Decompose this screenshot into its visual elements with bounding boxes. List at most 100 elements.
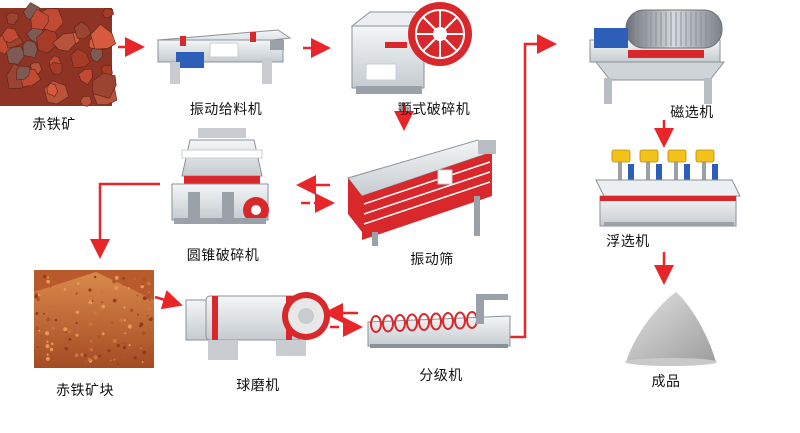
ore-chunk bbox=[92, 72, 117, 99]
ore-grain bbox=[117, 363, 119, 365]
ore-grain bbox=[51, 326, 55, 330]
node-label-jaw-crusher: 颚式破碎机 bbox=[397, 102, 471, 118]
flotation-pipe bbox=[684, 164, 690, 180]
ore-grain bbox=[116, 343, 120, 348]
ore-grain bbox=[50, 301, 54, 305]
spiral-blade bbox=[418, 313, 430, 331]
ore-grain bbox=[49, 285, 52, 288]
spiral-blade bbox=[370, 315, 382, 333]
ore-grain bbox=[98, 354, 101, 358]
flotation-pipe bbox=[628, 164, 634, 180]
ore-grain bbox=[114, 286, 119, 290]
ore-grain bbox=[46, 317, 51, 322]
ore-grain bbox=[63, 288, 67, 291]
ore-grain bbox=[46, 353, 49, 356]
spiral-classifier-image bbox=[367, 294, 511, 348]
ore-grain bbox=[63, 359, 66, 362]
ore-grain bbox=[127, 287, 130, 290]
vibrating-feeder-image bbox=[156, 29, 292, 84]
ore-grain bbox=[65, 337, 67, 340]
ore-grain bbox=[63, 327, 68, 332]
ore-grain bbox=[133, 278, 136, 280]
ore-grain bbox=[141, 331, 146, 336]
ore-grain bbox=[112, 279, 117, 284]
ore-grain bbox=[146, 314, 149, 317]
ore-grain bbox=[93, 311, 97, 316]
flotation-motor bbox=[695, 149, 715, 163]
flow-arrows bbox=[90, 34, 674, 339]
node-label-vibrating-feeder: 振动给料机 bbox=[189, 102, 263, 118]
ore-grain bbox=[77, 282, 80, 285]
ore-grain bbox=[37, 346, 39, 349]
ore-grain bbox=[128, 344, 131, 347]
ore-grain bbox=[50, 342, 54, 346]
ore-grain bbox=[74, 353, 79, 358]
ore-chunk bbox=[30, 8, 49, 30]
ore-chunk bbox=[1, 27, 20, 44]
ore-grain bbox=[101, 304, 106, 309]
ore-grain bbox=[112, 298, 117, 303]
flotation-pipe bbox=[712, 164, 718, 180]
ore-grain bbox=[111, 321, 114, 324]
cone-crusher-image bbox=[171, 128, 269, 224]
ore-chunk bbox=[52, 32, 76, 52]
ore-grain bbox=[61, 296, 65, 300]
ore-chunk bbox=[70, 48, 91, 69]
flotation-motor bbox=[667, 149, 687, 163]
ore-grain bbox=[101, 332, 105, 336]
ore-grain bbox=[49, 347, 54, 352]
ore-grain bbox=[36, 297, 40, 302]
screen-deck-line bbox=[363, 181, 491, 225]
node-label-hematite-lump: 赤铁矿块 bbox=[56, 383, 114, 399]
ore-chunk bbox=[49, 61, 63, 76]
hematite-ore-image bbox=[0, 2, 118, 107]
ore-grain bbox=[88, 295, 91, 298]
ore-grain bbox=[149, 316, 151, 319]
ore-grain bbox=[69, 293, 72, 296]
ore-grain bbox=[54, 318, 58, 322]
flotation-motor bbox=[639, 149, 659, 163]
ore-grain bbox=[45, 344, 50, 349]
spiral-blade bbox=[394, 314, 406, 332]
ore-grain bbox=[88, 300, 93, 305]
ore-chunk bbox=[16, 65, 31, 81]
product-pile-image bbox=[625, 292, 717, 366]
spiral-blade bbox=[406, 313, 418, 332]
ore-grain bbox=[64, 347, 69, 351]
ore-grain bbox=[89, 348, 93, 352]
vibrating-screen-image bbox=[347, 139, 496, 246]
ore-grain bbox=[112, 339, 117, 343]
ore-grain bbox=[148, 291, 151, 293]
ore-grain bbox=[123, 306, 126, 309]
ball-mill-image bbox=[185, 292, 330, 360]
screen-deck-line bbox=[363, 171, 491, 215]
ore-grain bbox=[75, 310, 80, 314]
spiral-blade bbox=[382, 314, 394, 333]
screen-deck-line bbox=[363, 161, 491, 205]
node-label-hematite: 赤铁矿 bbox=[32, 117, 76, 133]
ore-grain bbox=[99, 290, 104, 295]
ore-grain bbox=[81, 348, 85, 352]
ore-chunk bbox=[73, 21, 92, 40]
ore-chunk bbox=[90, 23, 117, 50]
node-label-vibrating-screen: 振动筛 bbox=[410, 252, 454, 268]
node-label-product: 成品 bbox=[651, 374, 681, 390]
ore-grain bbox=[91, 300, 94, 303]
ore-grain bbox=[89, 322, 93, 326]
ore-grain bbox=[80, 353, 84, 357]
node-label-flotation: 浮选机 bbox=[606, 234, 650, 250]
ore-grain bbox=[80, 298, 84, 302]
ore-grain bbox=[107, 349, 111, 353]
ore-chunk bbox=[78, 68, 93, 86]
ore-grain bbox=[132, 346, 136, 351]
ore-grain bbox=[87, 357, 92, 362]
ore-grain bbox=[48, 302, 52, 306]
ore-grain bbox=[122, 277, 125, 280]
ore-chunk bbox=[101, 7, 114, 19]
ore-grain bbox=[43, 274, 47, 279]
ore-chunk bbox=[80, 95, 93, 107]
ore-grain bbox=[147, 307, 152, 311]
flotation-shaft bbox=[702, 156, 706, 182]
flotation-shaft bbox=[618, 156, 622, 182]
ore-grain bbox=[43, 312, 45, 315]
